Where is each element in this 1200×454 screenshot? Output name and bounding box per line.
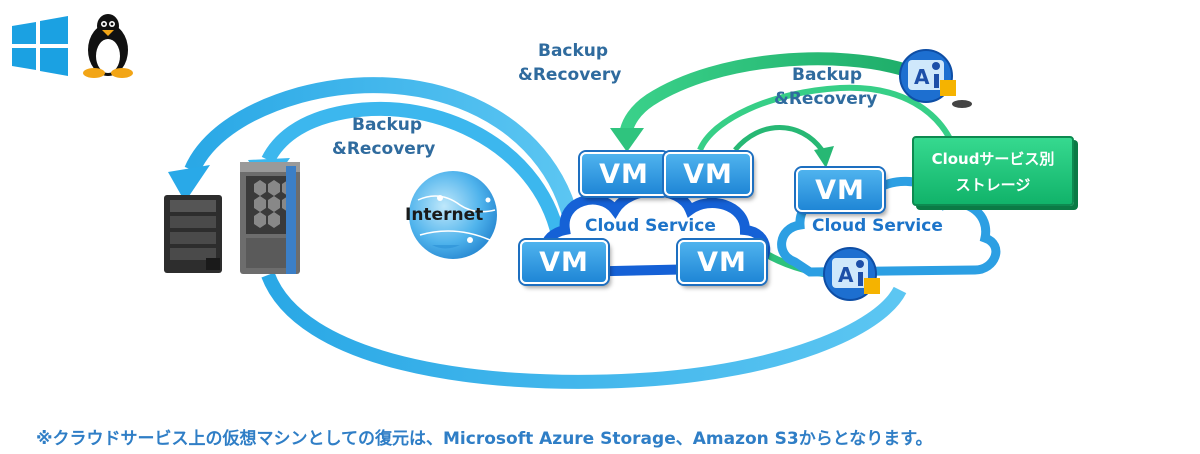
backup-arrow-green-mid xyxy=(733,125,825,152)
ai-agent-icon-lower: A xyxy=(823,247,880,301)
vm-box-2: VM xyxy=(664,152,752,196)
backup-label-left: Backup &Recovery xyxy=(332,113,435,161)
cloud-service-2-label: Cloud Service xyxy=(812,216,943,236)
cloud-storage-box: Cloudサービス別 ストレージ xyxy=(912,136,1074,206)
backup-label-top-line1: Backup xyxy=(538,41,609,61)
backup-label-right-line1: Backup xyxy=(792,65,863,85)
svg-text:A: A xyxy=(838,263,854,287)
backup-label-right: Backup &Recovery xyxy=(774,63,877,111)
backup-label-top: Backup &Recovery xyxy=(518,39,621,87)
backup-label-top-line2: &Recovery xyxy=(518,65,622,85)
backup-label-left-line1: Backup xyxy=(352,115,423,135)
footnote: ※クラウドサービス上の仮想マシンとしての復元は、Microsoft Azure … xyxy=(36,429,933,449)
restore-arrowhead-outer xyxy=(168,165,210,202)
storage-label-line2: ストレージ xyxy=(955,176,1031,194)
backup-arrow-green-top xyxy=(619,52,907,134)
backup-label-right-line2: &Recovery xyxy=(774,89,878,109)
internet-label: Internet xyxy=(405,205,484,225)
tower-server-icon xyxy=(240,162,300,274)
storage-label-line1: Cloudサービス別 xyxy=(931,150,1055,168)
backup-arrow-bottom xyxy=(261,272,907,389)
nas-server-icon xyxy=(164,195,222,273)
vm-box-4: VM xyxy=(678,240,766,284)
backup-arrow-green-right xyxy=(697,84,958,152)
vm-box-1: VM xyxy=(580,152,668,196)
restore-arrow-inner xyxy=(261,101,567,247)
backup-label-left-line2: &Recovery xyxy=(332,139,436,159)
restore-arrow-outer xyxy=(184,77,583,242)
windows-icon xyxy=(12,16,68,76)
internet-globe-icon xyxy=(409,171,497,259)
vm-box-3: VM xyxy=(520,240,608,284)
backup-arrowhead-green-mid xyxy=(814,146,834,168)
ai-agent-icon: A xyxy=(899,49,972,108)
cloud-service-1-label: Cloud Service xyxy=(585,216,716,236)
vm-box-5: VM xyxy=(796,168,884,212)
backup-arrowhead-green-top xyxy=(610,128,644,152)
svg-text:A: A xyxy=(914,65,930,89)
linux-penguin-icon xyxy=(83,14,133,78)
